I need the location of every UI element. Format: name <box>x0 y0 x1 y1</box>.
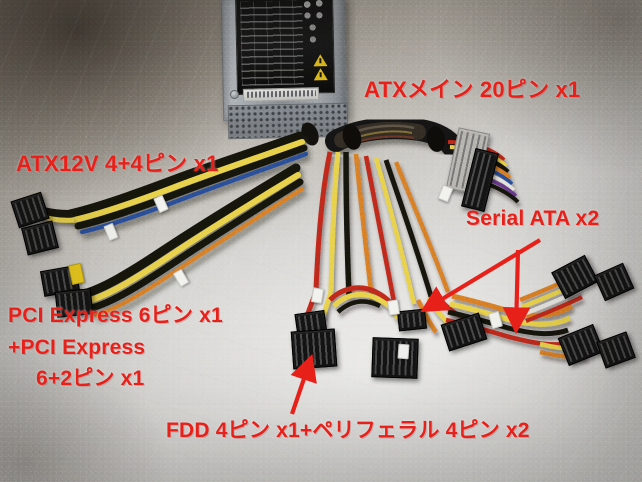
psu-screw <box>230 90 239 99</box>
label-atx-main: ATXメイン 20ピン x1 <box>364 77 581 102</box>
label-pcie-line1: PCI Express 6ピン x1 <box>8 304 223 327</box>
cable-center-fan <box>313 151 451 305</box>
cable-left-bundle <box>65 131 309 317</box>
arrow-sata-down <box>502 249 531 335</box>
label-atx12v: ATX12V 4+4ピン x1 <box>16 151 219 176</box>
arrow-fdd-up <box>290 354 317 415</box>
label-pcie-line3: 6+2ピン x1 <box>36 367 145 390</box>
label-fdd-peripheral: FDD 4ピン x1+ペリフェラル 4ピン x2 <box>166 419 530 442</box>
cable-trunk-collars <box>301 122 446 152</box>
arrow-sata-left <box>420 238 542 313</box>
label-serial-ata: Serial ATA x2 <box>466 207 600 230</box>
label-pcie-line2: +PCI Express <box>8 336 146 359</box>
